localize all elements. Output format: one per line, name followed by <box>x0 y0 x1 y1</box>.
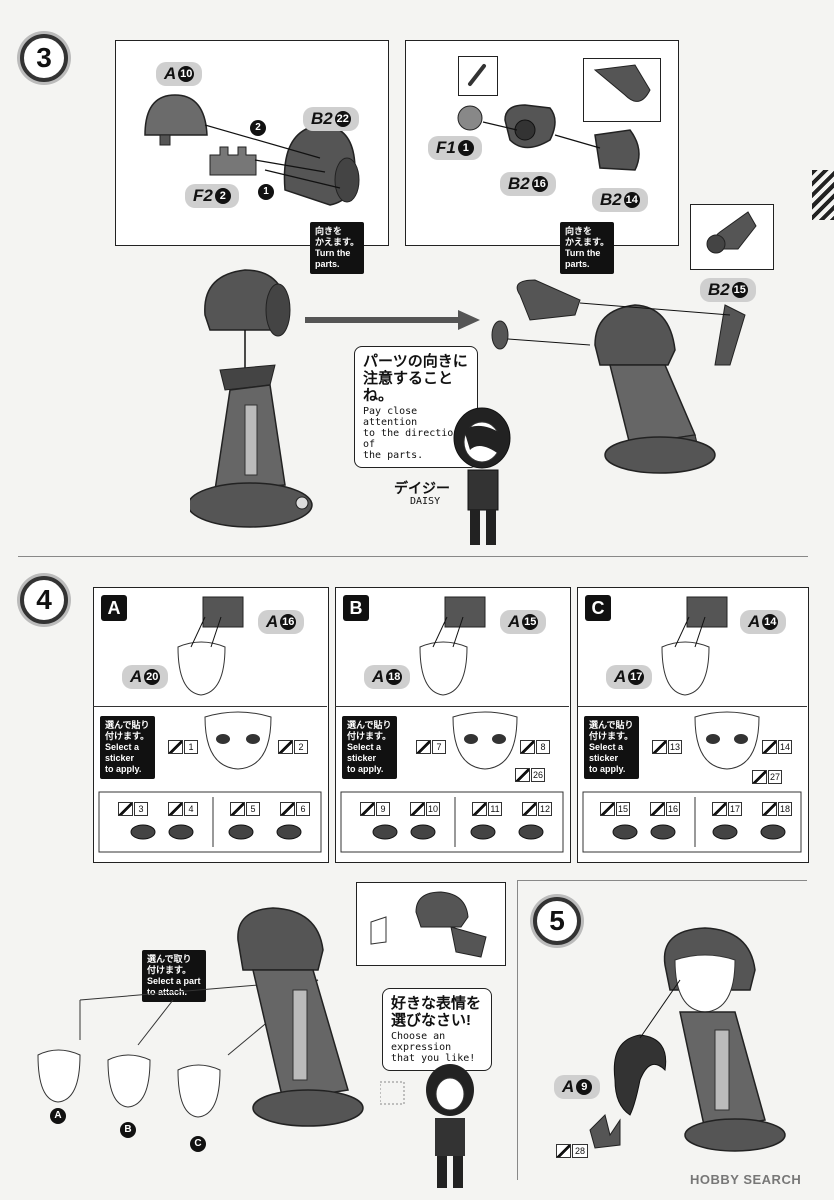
step-5-number: 5 <box>533 897 581 945</box>
panel-a-eye-sticker-2: 4 <box>168 802 198 816</box>
character-daisy-figure <box>453 407 511 545</box>
panel-a-art <box>98 596 322 853</box>
step3-right-parts-drawing <box>457 64 651 171</box>
step4-speech-jp: 好きな表情を 選びなさい! <box>391 995 482 1029</box>
panel-b-sticker-left: 7 <box>416 740 446 754</box>
panel-c-divider <box>577 706 807 707</box>
step4-attach-drawing <box>37 907 364 1127</box>
panel-a-eye-sticker-4: 6 <box>280 802 310 816</box>
panel-c-eye-sticker-3: 17 <box>712 802 742 816</box>
joint-detail <box>593 64 651 102</box>
panel-c-sticker-mouth: 27 <box>752 770 782 784</box>
b2-14-part <box>594 129 640 171</box>
step5-drawing <box>589 927 786 1152</box>
step-4-number: 4 <box>20 576 68 624</box>
panel-b-tag: B <box>343 595 369 621</box>
b2-15-detail-drawing <box>706 211 757 254</box>
option-b-marker: B <box>120 1122 136 1138</box>
panel-b-sticker-mouth: 26 <box>515 768 545 782</box>
panel-b-art <box>340 596 564 853</box>
turn-parts-bubble-left: 向きを かえます。 Turn the parts. <box>310 222 365 274</box>
character-name-en: DAISY <box>410 496 441 507</box>
speech-jp: パーツの向きに 注意することね。 <box>363 353 468 404</box>
panel-b-eye-sticker-4: 12 <box>522 802 552 816</box>
section-divider-1 <box>18 556 808 557</box>
watermark: HOBBY SEARCH <box>690 1172 802 1187</box>
panel-b-eye-sticker-2: 10 <box>410 802 440 816</box>
attach-part-bubble: 選んで取り 付けます。 Select a part to attach. <box>142 950 206 1002</box>
edge-stripes <box>812 170 834 220</box>
panel-c-eye-sticker-2: 16 <box>650 802 680 816</box>
dome-stub <box>159 134 171 146</box>
panel-a-sticker-right: 2 <box>278 740 308 754</box>
panel-c-eye-sticker-1: 15 <box>600 802 630 816</box>
panel-b-eye-sticker-1: 9 <box>360 802 390 816</box>
option-c-marker: C <box>190 1136 206 1152</box>
panel-a-sticker-bubble: 選んで貼り 付けます。 Select a sticker to apply. <box>100 716 155 779</box>
step3-speech-bubble: パーツの向きに 注意することね。 Pay close attention to … <box>354 346 478 468</box>
panel-b-divider <box>335 706 569 707</box>
f1-disc <box>457 105 483 131</box>
panel-a-eye-sticker-1: 3 <box>118 802 148 816</box>
step4-speech-bubble: 好きな表情を 選びなさい! Choose an expression that … <box>382 988 492 1071</box>
pin-icon <box>468 64 486 86</box>
character-figure-step4 <box>380 1064 474 1188</box>
step-3-number: 3 <box>20 34 68 82</box>
dome-part <box>144 94 208 136</box>
panel-a-tag: A <box>101 595 127 621</box>
step5-sticker: 28 <box>556 1144 588 1158</box>
panel-c-sticker-right: 14 <box>762 740 792 754</box>
step3-left-parts-drawing <box>144 94 360 206</box>
step4-speech-en: Choose an expression that you like! <box>391 1031 476 1064</box>
helmet-ear <box>334 157 360 203</box>
character-name-jp: デイジー <box>394 480 450 496</box>
panel-c-tag: C <box>585 595 611 621</box>
clip-part <box>209 146 257 176</box>
step4-detail-drawing <box>370 891 487 958</box>
panel-c-sticker-left: 13 <box>652 740 682 754</box>
panel-b-sticker-bubble: 選んで貼り 付けます。 Select a sticker to apply. <box>342 716 397 779</box>
section-divider-2 <box>517 880 807 881</box>
speech-en: Pay close attention to the direction of … <box>363 406 460 461</box>
step3-assembly-drawing <box>190 269 746 528</box>
order-marker-1: 1 <box>258 184 274 200</box>
option-a-marker: A <box>50 1108 66 1124</box>
panel-b-sticker-right: 8 <box>520 740 550 754</box>
order-marker-2: 2 <box>250 120 266 136</box>
panel-c-sticker-bubble: 選んで貼り 付けます。 Select a sticker to apply. <box>584 716 639 779</box>
panel-c-eye-sticker-4: 18 <box>762 802 792 816</box>
turn-parts-bubble-right: 向きを かえます。 Turn the parts. <box>560 222 615 274</box>
section-divider-vertical <box>517 880 518 1180</box>
panel-b-eye-sticker-3: 11 <box>472 802 502 816</box>
panel-a-sticker-left: 1 <box>168 740 198 754</box>
panel-a-divider <box>93 706 327 707</box>
step4-panels-drawing <box>98 596 802 853</box>
panel-a-eye-sticker-3: 5 <box>230 802 260 816</box>
panel-c-art <box>582 596 802 853</box>
